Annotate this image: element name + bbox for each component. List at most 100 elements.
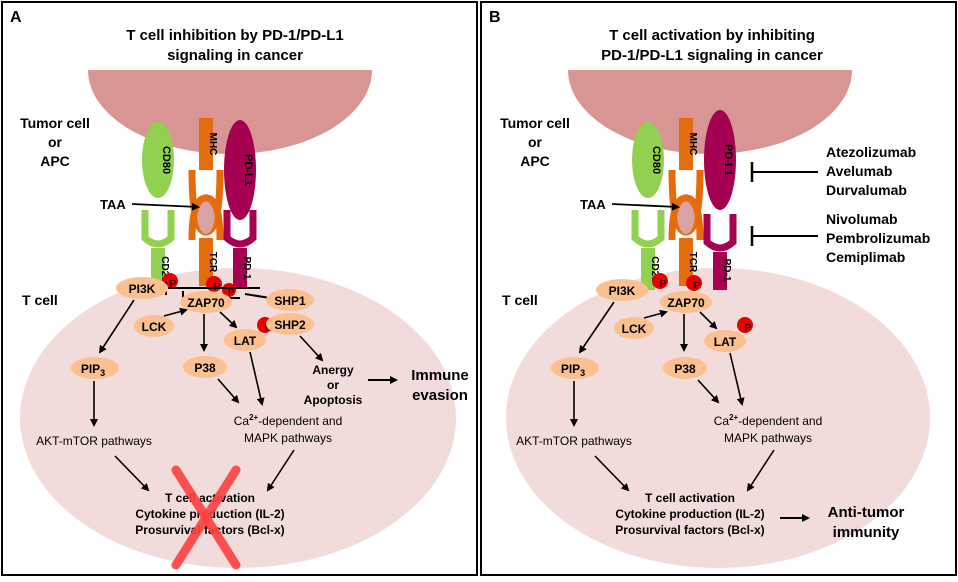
pi3k-label: PI3K [129, 282, 156, 296]
t-cell-label: T cell [22, 292, 58, 308]
phospho-pd1 [222, 283, 236, 297]
phospho-b-tcr-label: P [694, 281, 701, 292]
pip3-label: PIP3 [81, 362, 105, 378]
panel-b-title-line2: PD-1/PD-L1 signaling in cancer [601, 47, 823, 64]
arrow-shp-anergy [299, 335, 324, 362]
arrow-zap70-lat [219, 311, 238, 329]
ca-superscript: 2+ [249, 413, 258, 422]
anergy-label-line1: Anergy [312, 363, 354, 377]
taa-arrow [131, 202, 200, 211]
lat-b-label: LAT [714, 335, 737, 349]
tumor-cell-b-label-line1: Tumor cell [500, 115, 570, 131]
p38-b-label: P38 [674, 362, 696, 376]
zap70-b-node [660, 291, 712, 313]
tcr-b-cup [668, 194, 704, 241]
pip3-main: PIP [81, 362, 100, 376]
zap70-b-label: ZAP70 [667, 296, 705, 310]
arrow-b-p38-ca [697, 379, 720, 404]
lck-b-label: LCK [622, 322, 647, 336]
tcr-label: TCR [207, 252, 218, 273]
drug-durvalumab: Durvalumab [826, 182, 907, 198]
cd28-b-cup [631, 210, 665, 248]
lck-node [134, 315, 174, 337]
tcr-b-stem [679, 238, 693, 286]
mhc-stem [199, 118, 213, 170]
lck-b-node [614, 317, 654, 339]
antitumor-line2: immunity [833, 524, 900, 541]
pi3k-b-label: PI3K [609, 284, 636, 298]
cd28-b-label: CD28 [649, 256, 660, 282]
immune-evasion-line1: Immune [411, 367, 469, 384]
pd-1-label: PD-1 [241, 257, 252, 280]
pip3-b-node [551, 357, 599, 379]
ca-b-label-line2: MAPK pathways [724, 431, 812, 445]
cd28-b-stem [641, 248, 655, 290]
cd80-b-label: CD80 [650, 146, 662, 174]
lat-b-node [704, 330, 746, 352]
ca-label-line1: Ca2+-dependent and [234, 413, 343, 428]
p38-b-node [663, 357, 707, 379]
panel-a-title-line1: T cell inhibition by PD-1/PD-L1 [126, 27, 344, 44]
drug-nivolumab: Nivolumab [826, 211, 898, 227]
drug-pembrolizumab: Pembrolizumab [826, 230, 930, 246]
t-cell-b [506, 268, 930, 568]
pd-1-b-stem [713, 252, 727, 290]
arrow-akt-activation [114, 455, 150, 492]
phospho-b-tcr [686, 275, 702, 291]
zap70-label: ZAP70 [187, 296, 225, 310]
drug-cemiplimab: Cemiplimab [826, 249, 905, 265]
drug-avelumab: Avelumab [826, 163, 892, 179]
shp2-node [266, 313, 314, 335]
phospho-b-cd28 [652, 273, 668, 289]
phospho-b-lat [737, 317, 753, 333]
arrow-b-lck-zap70 [643, 309, 668, 319]
activation-b-line2: Cytokine production (IL-2) [615, 507, 764, 521]
lck-label: LCK [142, 320, 167, 334]
shp1-label: SHP1 [274, 294, 306, 308]
tcr-cup [188, 194, 224, 241]
panel-b-letter: B [489, 9, 501, 26]
p38-label: P38 [194, 361, 216, 375]
phospho-pd1-label: P [228, 287, 234, 297]
panel-a: A T cell inhibition by PD-1/PD-L1 signal… [1, 1, 478, 576]
pd-l1-ligand [224, 120, 256, 220]
pi3k-b-node [596, 279, 648, 301]
akt-mtor-label: AKT-mTOR pathways [36, 434, 152, 448]
activation-b-line3: Prosurvival factors (Bcl-x) [615, 523, 764, 537]
ca-b-pre: Ca [714, 414, 730, 428]
lat-node [224, 329, 266, 351]
panel-b-title-line1: T cell activation by inhibiting [609, 27, 815, 44]
drug-atezolizumab: Atezolizumab [826, 144, 916, 160]
lat-label: LAT [234, 334, 257, 348]
panel-b: B T cell activation by inhibiting PD-1/P… [480, 1, 957, 576]
anergy-label-line2: or [327, 378, 339, 392]
pd-1-b-cup [703, 214, 737, 252]
panel-a-title-line2: signaling in cancer [167, 47, 303, 64]
shp1-node [266, 289, 314, 311]
arrow-b-ca-activation [746, 449, 775, 492]
tumor-cell-label-line3: APC [40, 153, 70, 169]
pd1-to-shp-line [244, 293, 271, 299]
cd80-receptor-b [632, 122, 664, 198]
pd-l1-label: PD-L1 [242, 154, 254, 186]
shp2-label: SHP2 [274, 318, 306, 332]
t-cell [20, 268, 456, 568]
taa-b-label: TAA [580, 197, 606, 212]
pip3-b-subscript: 3 [580, 368, 585, 378]
cd80-receptor [142, 122, 174, 198]
pip3-subscript: 3 [100, 368, 105, 378]
ca-b-superscript: 2+ [729, 413, 738, 422]
ca-label-line2: MAPK pathways [244, 431, 332, 445]
mhc-label: MHC [207, 133, 218, 156]
ca-b-label-line1: Ca2+-dependent and [714, 413, 823, 428]
pip3-b-label: PIP3 [561, 362, 585, 378]
akt-mtor-b-label: AKT-mTOR pathways [516, 434, 632, 448]
immune-evasion-line2: evasion [412, 387, 468, 404]
phospho-b-cd28-label: P [660, 279, 667, 290]
tumor-cell-b-label-line2: or [528, 134, 543, 150]
pip3-b-main: PIP [561, 362, 580, 376]
anergy-label-line3: Apoptosis [304, 393, 363, 407]
ca-post: -dependent and [258, 414, 342, 428]
ca-b-post: -dependent and [738, 414, 822, 428]
